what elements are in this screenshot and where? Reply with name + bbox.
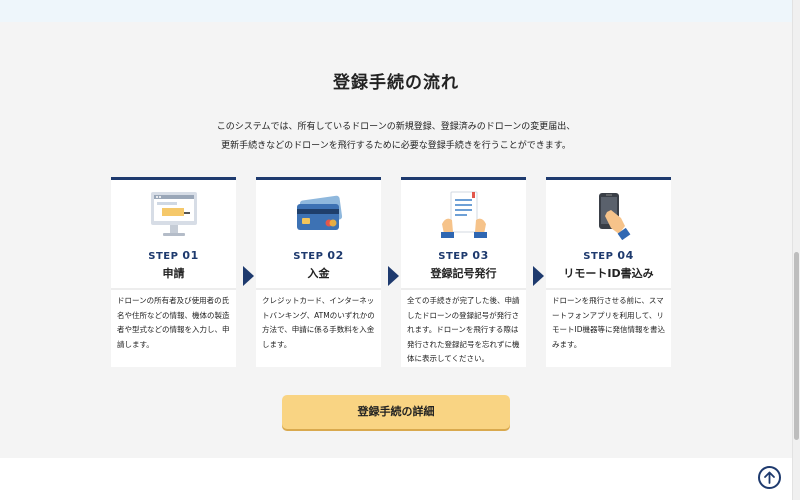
chevron-right-icon <box>533 266 544 286</box>
monitor-icon <box>111 190 236 240</box>
intro-line-2: 更新手続きなどのドローンを飛行するために必要な登録手続きを行うことができます。 <box>221 141 571 151</box>
scrollbar[interactable] <box>792 0 800 500</box>
back-to-top-button[interactable] <box>758 466 781 489</box>
arrow-up-icon <box>764 471 775 484</box>
step-name: 登録記号発行 <box>430 267 497 280</box>
step-description: クレジットカード、インターネットバンキング、ATMのいずれかの方法で、申請に係る… <box>262 296 375 349</box>
intro-line-1: このシステムでは、所有しているドローンの新規登録、登録済みのドローンの変更届出、 <box>216 122 576 132</box>
divider <box>401 288 526 290</box>
step-card-02: STEP 02 入金 クレジットカード、インターネットバンキング、ATMのいずれ… <box>256 177 381 367</box>
step-card-03: STEP 03 登録記号発行 全ての手続きが完了した後、申請したドローンの登録記… <box>401 177 526 367</box>
smartphone-icon <box>546 190 671 240</box>
step-label: STEP 01 <box>148 249 199 262</box>
step-name: 申請 <box>162 267 185 280</box>
step-label: STEP 02 <box>293 249 344 262</box>
section-title: 登録手続の流れ <box>333 73 459 93</box>
section-intro: このシステムでは、所有しているドローンの新規登録、登録済みのドローンの変更届出、… <box>0 118 792 156</box>
divider <box>546 288 671 290</box>
step-card-04: STEP 04 リモートID書込み ドローンを飛行させる前に、スマートフォンアプ… <box>546 177 671 367</box>
chevron-right-icon <box>243 266 254 286</box>
header-band <box>0 0 792 22</box>
divider <box>256 288 381 290</box>
step-description: 全ての手続きが完了した後、申請したドローンの登録記号が発行されます。ドローンを飛… <box>407 296 520 363</box>
credit-card-icon <box>256 190 381 240</box>
divider <box>111 288 236 290</box>
document-icon <box>401 190 526 240</box>
chevron-right-icon <box>388 266 399 286</box>
scrollbar-thumb[interactable] <box>794 252 799 440</box>
step-name: 入金 <box>307 267 330 280</box>
footer-area <box>0 458 792 500</box>
registration-details-button[interactable]: 登録手続の詳細 <box>282 395 510 429</box>
step-description: ドローンを飛行させる前に、スマートフォンアプリを利用して、リモートID機器等に発… <box>552 296 665 349</box>
step-description: ドローンの所有者及び使用者の氏名や住所などの情報、機体の製造者や型式などの情報を… <box>117 296 230 349</box>
step-card-01: STEP 01 申請 ドローンの所有者及び使用者の氏名や住所などの情報、機体の製… <box>111 177 236 367</box>
step-label: STEP 03 <box>438 249 489 262</box>
step-name: リモートID書込み <box>563 267 654 280</box>
step-label: STEP 04 <box>583 249 634 262</box>
